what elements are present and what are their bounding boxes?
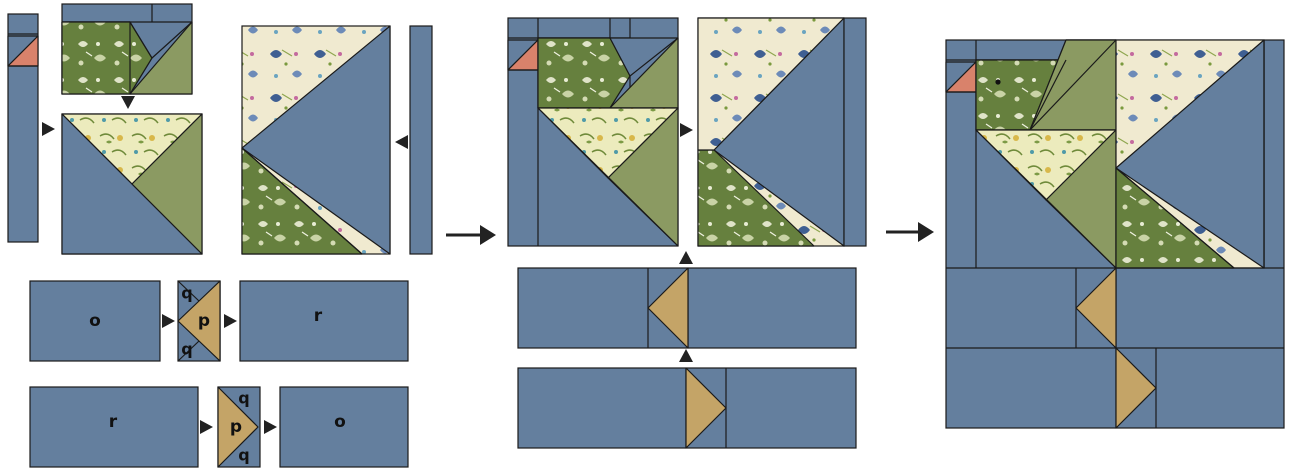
arrow-right-icon (162, 314, 175, 328)
arrow-right-icon (680, 123, 693, 137)
unit-label-o: o (334, 412, 346, 432)
unit-label-q: q (238, 389, 249, 408)
arrow-up-icon (679, 349, 693, 362)
unit-label-p: p (230, 417, 242, 437)
arrow-left-icon (395, 135, 408, 149)
arrow-right-icon (918, 222, 934, 242)
unit-label-r: r (314, 306, 323, 326)
unit-r (240, 281, 408, 361)
arrow-right-icon (264, 420, 277, 434)
arrow-up-icon (679, 251, 693, 264)
arrow-right-icon (200, 420, 213, 434)
assembly-shapes (8, 4, 1284, 467)
arrow-down-icon (121, 96, 135, 109)
right-strip (410, 26, 432, 254)
arrow-right-icon (224, 314, 237, 328)
unit-label-p: p (198, 311, 210, 331)
arrow-right-icon (42, 122, 55, 136)
right-strip (844, 18, 866, 246)
eye-dot (995, 79, 1000, 84)
arrow-right-icon (480, 225, 496, 245)
unit-label-r: r (109, 412, 118, 432)
unit-label-q: q (238, 446, 249, 465)
unit-label-q: q (181, 340, 192, 359)
unit-label-q: q (181, 284, 192, 303)
unit-label-o: o (89, 311, 101, 331)
